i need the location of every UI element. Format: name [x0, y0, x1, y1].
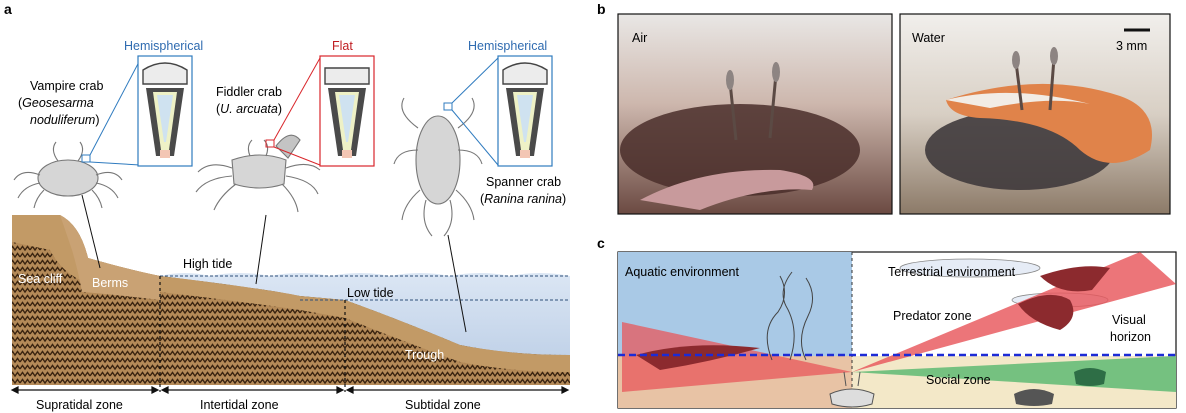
seaweed-icon [766, 271, 813, 361]
social-zone-label: Social zone [926, 373, 991, 387]
spanner-crab-icon [393, 97, 483, 237]
zone-intertidal: Intertidal zone [200, 398, 279, 412]
hemispherical-ommatidium-right [497, 55, 553, 167]
berms-label: Berms [92, 276, 128, 290]
spanner-crab-name: Spanner crab [486, 175, 561, 189]
low-tide-label: Low tide [347, 286, 394, 300]
spanner-close-paren: ) [562, 192, 566, 206]
panel-c-letter: c [597, 235, 605, 251]
panel-a-letter: a [4, 1, 12, 17]
hemispherical-label-right: Hemispherical [468, 39, 547, 53]
flat-label: Flat [332, 39, 353, 53]
svg-text:(U. arcuata): (U. arcuata) [216, 102, 282, 116]
panel-b-letter: b [597, 1, 606, 17]
heron-silhouette-icon [1018, 294, 1074, 330]
photo-water [899, 13, 1171, 215]
panel-a: a Supratidal zone Intertidal zone Subtid… [4, 1, 570, 412]
spanner-crab-sci: Ranina ranina [484, 192, 562, 206]
fiddler-open-paren: ( [216, 102, 221, 116]
terrestrial-environment-label: Terrestrial environment [888, 265, 1016, 279]
panel-c: c Aquatic environment Terrestrial envir [597, 235, 1177, 409]
fiddler-crab-icon [195, 134, 321, 213]
cloud-icon [899, 258, 1041, 278]
panel-b: b Air Water 3 mm [597, 1, 1171, 215]
vampire-crab-name: Vampire crab [30, 79, 103, 93]
crab-silhouette-icon [1074, 368, 1106, 386]
vampire-close-paren: ) [95, 113, 99, 127]
visual-horizon-label-2: horizon [1110, 330, 1151, 344]
high-tide-label: High tide [183, 257, 232, 271]
svg-text:noduliferum): noduliferum) [30, 113, 100, 127]
visual-horizon-label-1: Visual [1112, 313, 1146, 327]
air-label: Air [632, 31, 647, 45]
spanner-open-paren: ( [480, 192, 485, 206]
fiddler-crab-sci: U. arcuata [220, 102, 278, 116]
zone-subtidal: Subtidal zone [405, 398, 481, 412]
vampire-crab-icon [13, 141, 123, 209]
fiddler-crab-name: Fiddler crab [216, 85, 282, 99]
hemispherical-label-left: Hemispherical [124, 39, 203, 53]
photo-air [617, 13, 893, 215]
hemispherical-ommatidium-left [137, 55, 193, 167]
predator-zone-label: Predator zone [893, 309, 972, 323]
vampire-crab-genus: Geosesarma [22, 96, 94, 110]
svg-text:(Geosesarma: (Geosesarma [18, 96, 94, 110]
sea-cliff-label: Sea cliff [18, 272, 63, 286]
aquatic-environment-label: Aquatic environment [625, 265, 739, 279]
zone-arrows [10, 386, 570, 394]
central-crab-icon [829, 371, 875, 408]
aquatic-predator-zone [622, 322, 852, 392]
vampire-crab-species: noduliferum [30, 113, 95, 127]
zone-supratidal: Supratidal zone [36, 398, 123, 412]
trough-label: Trough [405, 348, 444, 362]
fiddler-close-paren: ) [278, 102, 282, 116]
svg-text:(Ranina ranina): (Ranina ranina) [480, 192, 566, 206]
bird-silhouette-icon [1040, 266, 1110, 292]
water-label: Water [912, 31, 945, 45]
vampire-open-paren: ( [18, 96, 23, 110]
scale-bar-label: 3 mm [1116, 39, 1147, 53]
flat-ommatidium [319, 55, 375, 167]
fish-silhouette-icon [636, 345, 760, 370]
